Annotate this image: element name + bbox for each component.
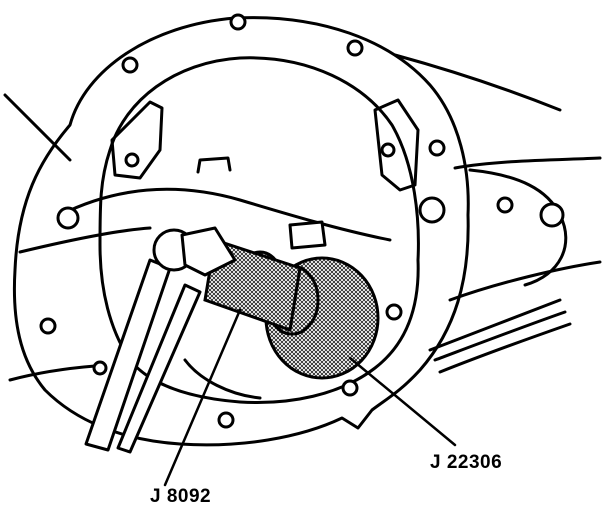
bolt-holes — [39, 13, 565, 429]
bolt-hole — [56, 206, 80, 230]
bolt-hole — [39, 317, 57, 335]
leader-line-j8092 — [163, 308, 242, 487]
bolt-hole — [92, 360, 108, 376]
tool-label-j22306: J 22306 — [430, 452, 503, 473]
carrier-crossbar-top — [58, 187, 392, 242]
bolt-hole — [418, 196, 446, 224]
bearing-cap-right — [373, 98, 420, 192]
bearing-cap-left — [110, 100, 164, 180]
bolt-hole — [428, 139, 446, 157]
leader-line-j22306 — [348, 356, 457, 447]
socket-block — [288, 220, 327, 250]
bolt-hole — [346, 39, 364, 57]
housing-lower-ridge — [183, 358, 262, 400]
bolt-hole — [124, 152, 140, 168]
axle-tube-right-bottom — [448, 260, 602, 302]
carrier-notch — [196, 156, 232, 174]
bolt-hole — [385, 303, 403, 321]
bolt-hole — [496, 196, 514, 214]
housing-lower-contour — [8, 364, 97, 382]
housing-upper-left — [3, 93, 72, 162]
ratchet-drive — [180, 226, 237, 277]
housing-flange-outline — [12, 16, 470, 447]
carrier-crossbar-bottom — [18, 226, 152, 254]
bolt-hole — [539, 202, 565, 228]
bolt-hole — [229, 13, 247, 31]
tool-label-j8092: J 8092 — [150, 486, 212, 507]
housing-top-right — [393, 53, 562, 112]
axle-tube-right-flange — [468, 168, 568, 287]
housing-rib-1 — [428, 298, 562, 352]
housing-rib-2 — [433, 310, 567, 362]
bolt-hole — [217, 411, 235, 429]
axle-tube-right-top — [453, 156, 602, 170]
bolt-hole — [380, 142, 396, 158]
bolt-hole — [121, 56, 139, 74]
housing-inner-edge — [98, 56, 420, 404]
housing-rib-3 — [438, 322, 572, 374]
ratchet-handle-inner — [116, 283, 202, 454]
bolt-hole — [341, 379, 359, 397]
